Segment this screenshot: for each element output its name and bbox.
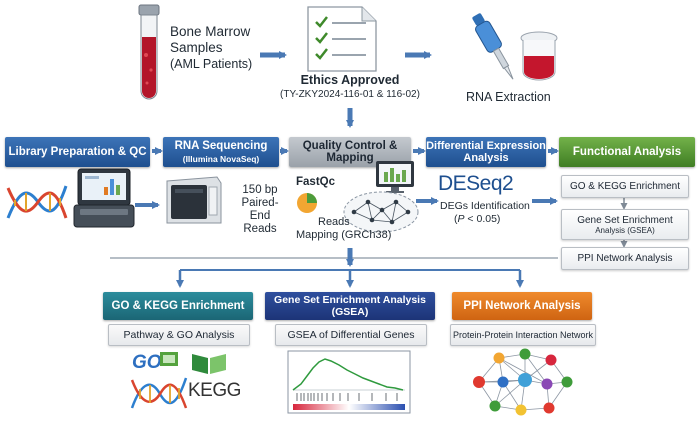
bottom-gsea-sub-label: GSEA of Differential Genes (287, 329, 415, 341)
ppi-network-icon (473, 348, 573, 416)
dna-helix-icon (6, 185, 68, 219)
samples-label-3: (AML Patients) (170, 57, 253, 71)
functional-ppi-box: PPI Network Analysis (561, 247, 689, 270)
sequencer-machine-icon (166, 176, 222, 224)
sample-tube-icon (520, 31, 558, 81)
reads-label: 150 bp (242, 184, 278, 196)
reads-label-3: Reads (243, 223, 277, 235)
bottom-go-kegg-sub: Pathway & GO Analysis (108, 324, 250, 346)
bottom-ppi-title: PPI Network Analysis (463, 300, 581, 312)
functional-gsea-box: Gene Set Enrichment Analysis (GSEA) (561, 209, 689, 240)
go-logo-text: GO (132, 352, 162, 373)
stage-differential-expression: Differential Expression Analysis (426, 137, 546, 167)
stage-functional-label: Functional Analysis (572, 146, 682, 158)
stage-library-preparation: Library Preparation & QC (5, 137, 150, 167)
stage-de-label-2: Analysis (463, 152, 509, 164)
ethics-ids: (TY-ZKY2024-116-01 & 116-02) (280, 89, 420, 100)
checklist-document-icon (307, 6, 377, 72)
pipette-icon (472, 13, 558, 81)
samples-label-2: Samples (170, 40, 223, 55)
fastqc-label: FastQc (296, 176, 335, 188)
stage-qc-label: Quality Control & (302, 140, 398, 152)
degs-threshold: (P < 0.05) (440, 213, 530, 226)
qc-monitor-icon (376, 161, 414, 193)
kegg-logo-icon (192, 354, 226, 374)
bottom-gsea-title: Gene Set Enrichment Analysis (GSEA) (274, 294, 426, 318)
degs-paren-open: ( (454, 213, 458, 225)
bottom-go-kegg-header: GO & KEGG Enrichment (103, 292, 253, 320)
degs-label: DEGs Identification (440, 200, 530, 212)
stage-sequencing-sub: (Illumina NovaSeq) (182, 153, 260, 164)
bottom-ppi-sub: Protein-Protein Interaction Network (450, 324, 596, 346)
kegg-logo-text: KEGG (188, 380, 241, 401)
functional-go-kegg-box: GO & KEGG Enrichment (561, 175, 689, 198)
functional-go-kegg-label: GO & KEGG Enrichment (569, 181, 681, 192)
stage-rna-sequencing: RNA Sequencing (Illumina NovaSeq) (163, 137, 279, 167)
bottom-go-kegg-title: GO & KEGG Enrichment (111, 300, 245, 312)
go-logo-badge-icon (160, 352, 178, 366)
bottom-go-kegg-sub-label: Pathway & GO Analysis (123, 329, 235, 341)
stage-de-label: Differential Expression (426, 140, 546, 152)
functional-gsea-sub: Analysis (GSEA) (595, 225, 655, 235)
samples-label: Bone Marrow (170, 24, 251, 39)
stage-sequencing-label: RNA Sequencing (174, 139, 268, 152)
stage-library-label: Library Preparation & QC (8, 146, 147, 158)
reads-label-2: Paired-End (241, 197, 279, 222)
stage-qc-label-2: Mapping (326, 152, 374, 164)
fastqc-logo-icon (297, 193, 317, 213)
degs-p-symbol: P (457, 213, 465, 225)
rna-extraction-label: RNA Extraction (466, 90, 551, 104)
test-tube-icon (138, 4, 160, 100)
bottom-gsea-sub: GSEA of Differential Genes (275, 324, 427, 346)
stage-functional-analysis: Functional Analysis (559, 137, 695, 167)
functional-ppi-label: PPI Network Analysis (577, 253, 673, 264)
bottom-ppi-header: PPI Network Analysis (452, 292, 592, 320)
mapping-label: Reads (318, 216, 350, 228)
gsea-enrichment-plot-icon (287, 350, 411, 414)
deseq2-label: DESeq2 (438, 172, 514, 195)
bottom-ppi-sub-label: Protein-Protein Interaction Network (452, 330, 594, 340)
library-prep-instrument-icon (73, 168, 135, 228)
functional-gsea-label: Gene Set Enrichment (577, 214, 673, 226)
dna-helix-small-icon (130, 377, 188, 409)
bottom-gsea-header: Gene Set Enrichment Analysis (GSEA) (265, 292, 435, 320)
reads-mapping-network-icon (343, 191, 419, 233)
ethics-title: Ethics Approved (300, 73, 400, 87)
degs-threshold-value: < 0.05) (464, 213, 501, 225)
mapping-label-2: Mapping (GRCh38) (296, 229, 392, 241)
